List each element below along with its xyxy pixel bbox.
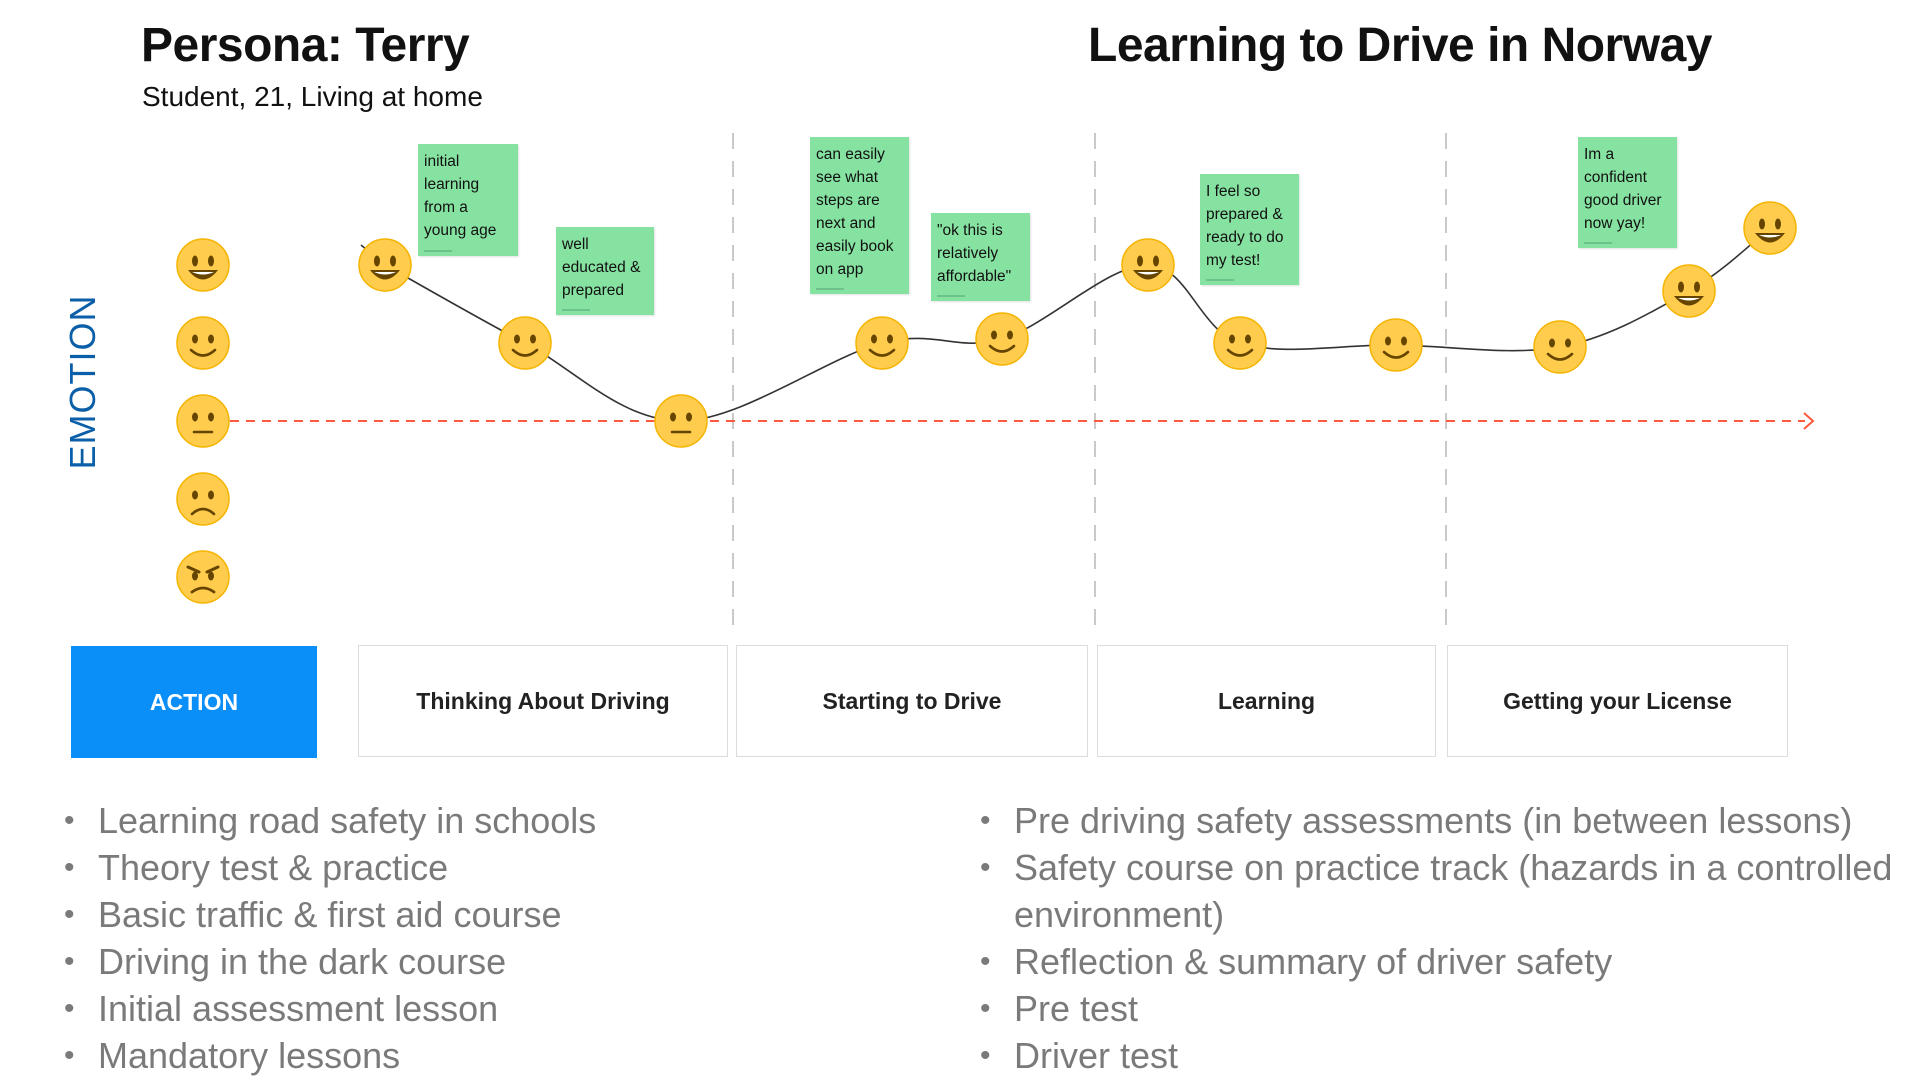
list-item: Learning road safety in schools <box>64 797 924 844</box>
scale-happy-icon <box>176 316 230 370</box>
sticky-note-text: can easily see what steps are next and e… <box>816 146 894 278</box>
sticky-note: "ok this is relatively affordable" <box>931 213 1030 301</box>
journey-point-7-icon <box>1213 316 1267 370</box>
journey-point-4-icon <box>855 316 909 370</box>
sticky-note-signature <box>562 309 590 311</box>
list-item: Driver test <box>980 1032 1915 1079</box>
journey-point-9-icon <box>1533 320 1587 374</box>
sticky-note-text: I feel so prepared & ready to do my test… <box>1206 183 1284 269</box>
sticky-note-signature <box>424 250 452 252</box>
sticky-note-text: well educated & prepared <box>562 236 641 299</box>
emotion-scale <box>176 238 230 604</box>
sticky-note-text: "ok this is relatively affordable" <box>937 222 1012 285</box>
persona-subtitle: Student, 21, Living at home <box>142 81 483 112</box>
sticky-note-signature <box>816 288 844 290</box>
sticky-note: initial learning from a young age <box>418 144 518 256</box>
journey-title: Learning to Drive in Norway <box>1088 19 1712 72</box>
action-label: ACTION <box>71 646 317 758</box>
journey-point-3-icon <box>654 394 708 448</box>
journey-point-10-icon <box>1662 264 1716 318</box>
sticky-note: Im a confident good driver now yay! <box>1578 137 1677 248</box>
journey-points <box>358 201 1797 448</box>
sticky-note-signature <box>937 295 965 297</box>
scale-sad-icon <box>176 472 230 526</box>
list-item: Driving in the dark course <box>64 938 924 985</box>
scale-neutral-icon <box>176 394 230 448</box>
stage-thinking-about-driving: Thinking About Driving <box>358 645 728 757</box>
sticky-note: well educated & prepared <box>556 227 654 315</box>
sticky-note-text: initial learning from a young age <box>424 153 497 239</box>
stage-getting-your-license: Getting your License <box>1447 645 1788 757</box>
journey-point-6-icon <box>1121 238 1175 292</box>
actions-list-left: Learning road safety in schools Theory t… <box>64 797 924 1079</box>
scale-very-happy-icon <box>176 238 230 292</box>
journey-point-1-icon <box>358 238 412 292</box>
stage-starting-to-drive: Starting to Drive <box>736 645 1088 757</box>
list-item: Reflection & summary of driver safety <box>980 938 1915 985</box>
list-item: Mandatory lessons <box>64 1032 924 1079</box>
scale-angry-icon <box>176 550 230 604</box>
journey-point-5-icon <box>975 312 1029 366</box>
persona-title: Persona: Terry <box>141 19 470 72</box>
list-item: Theory test & practice <box>64 844 924 891</box>
list-item: Initial assessment lesson <box>64 985 924 1032</box>
sticky-note: I feel so prepared & ready to do my test… <box>1200 174 1299 285</box>
actions-list-right: Pre driving safety assessments (in betwe… <box>980 797 1915 1079</box>
baseline-arrow <box>1803 412 1815 430</box>
stage-learning: Learning <box>1097 645 1436 757</box>
journey-diagram <box>176 133 1815 625</box>
list-item: Pre driving safety assessments (in betwe… <box>980 797 1915 844</box>
journey-point-2-icon <box>498 316 552 370</box>
sticky-note: can easily see what steps are next and e… <box>810 137 909 294</box>
list-item: Basic traffic & first aid course <box>64 891 924 938</box>
neutral-baseline <box>230 412 1815 430</box>
list-item: Pre test <box>980 985 1915 1032</box>
journey-point-11-icon <box>1743 201 1797 255</box>
sticky-note-signature <box>1206 279 1234 281</box>
sticky-note-text: Im a confident good driver now yay! <box>1584 146 1662 232</box>
list-item: Safety course on practice track (hazards… <box>980 844 1915 938</box>
journey-point-8-icon <box>1369 318 1423 372</box>
sticky-note-signature <box>1584 242 1612 244</box>
